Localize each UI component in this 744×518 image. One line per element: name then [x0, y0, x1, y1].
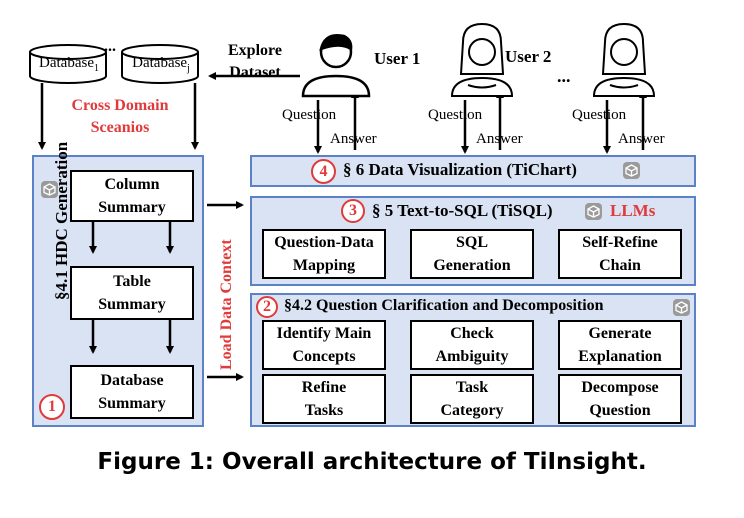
- users-dots: ...: [557, 66, 571, 86]
- explore-line2: Dataset: [229, 64, 281, 81]
- database-1-label: Database1: [32, 55, 106, 74]
- question-label-1: Question: [282, 107, 337, 123]
- refine-tasks-box: Refine Tasks: [262, 374, 386, 424]
- question-label-3: Question: [572, 107, 627, 123]
- question-label-2: Question: [428, 107, 483, 123]
- viz-title: § 6 Data Visualization (TiChart): [343, 160, 577, 179]
- cube-icon: [41, 181, 58, 198]
- database-icon: [29, 44, 107, 84]
- cross-domain-line2: Sceanios: [90, 119, 150, 136]
- cube-icon: [585, 203, 602, 220]
- self-refine-chain-box: Self-Refine Chain: [558, 229, 682, 279]
- qcd-number-badge: 2: [256, 296, 278, 318]
- database-j-subscript: j: [187, 63, 190, 74]
- tisql-number-badge: 3: [341, 199, 365, 223]
- sql-generation-box: SQL Generation: [410, 229, 534, 279]
- viz-number-badge: 4: [311, 159, 336, 184]
- database-1-text: Database: [39, 55, 94, 71]
- database-j-label: Databasej: [124, 55, 198, 74]
- user-icon: [450, 22, 514, 97]
- identify-main-concepts-box: Identify Main Concepts: [262, 320, 386, 370]
- cross-domain-line1: Cross Domain: [71, 97, 169, 114]
- task-category-box: Task Category: [410, 374, 534, 424]
- database-j-text: Database: [132, 55, 188, 71]
- load-data-context-label: Load Data Context: [218, 239, 235, 370]
- answer-label-3: Answer: [618, 131, 665, 147]
- hdc-title: §4.1 HDC Generation: [52, 141, 71, 300]
- tisql-title: § 5 Text-to-SQL (TiSQL): [372, 201, 553, 220]
- figure-caption: Figure 1: Overall architecture of TiInsi…: [97, 449, 647, 475]
- user-icon: [301, 34, 371, 98]
- check-ambiguity-box: Check Ambiguity: [410, 320, 534, 370]
- cube-icon: [673, 299, 690, 316]
- explore-dataset-label: Explore Dataset: [228, 40, 282, 84]
- answer-label-2: Answer: [476, 131, 523, 147]
- database-summary-box: Database Summary: [70, 365, 194, 419]
- hdc-number-badge: 1: [39, 394, 65, 420]
- user-icon: [592, 22, 656, 97]
- explore-line1: Explore: [228, 42, 282, 59]
- database-dots: ...: [104, 38, 116, 55]
- cross-domain-label: Cross Domain Sceanios: [50, 95, 190, 139]
- decompose-question-box: Decompose Question: [558, 374, 682, 424]
- cube-icon: [623, 162, 640, 179]
- question-data-mapping-box: Question-Data Mapping: [262, 229, 386, 279]
- column-summary-box: Column Summary: [70, 170, 194, 222]
- generate-explanation-box: Generate Explanation: [558, 320, 682, 370]
- qcd-title: §4.2 Question Clarification and Decompos…: [284, 297, 604, 314]
- database-icon: [121, 44, 199, 84]
- user-2-label: User 2: [505, 47, 552, 66]
- table-summary-box: Table Summary: [70, 266, 194, 320]
- answer-label-1: Answer: [330, 131, 377, 147]
- llms-label: LLMs: [610, 201, 656, 220]
- database-1-subscript: 1: [93, 63, 99, 74]
- user-1-label: User 1: [374, 49, 421, 68]
